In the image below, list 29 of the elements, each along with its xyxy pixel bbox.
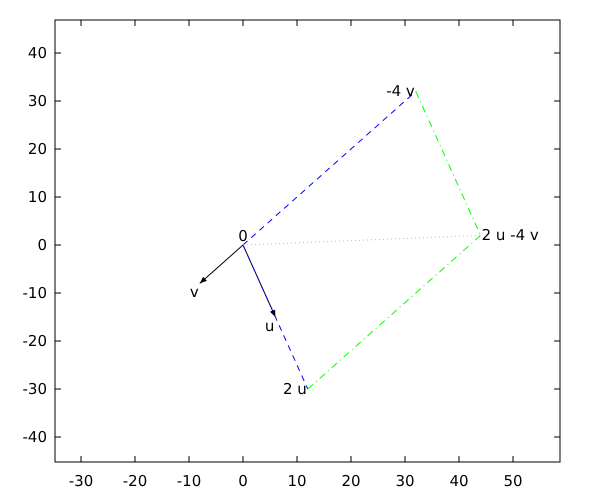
tick-label: -40	[22, 428, 47, 446]
point-label: u	[264, 317, 276, 335]
tick-label: -30	[22, 380, 47, 398]
tick-label: -10	[176, 472, 202, 490]
tick-label: 10	[28, 188, 47, 206]
point-label: 2 u	[282, 380, 308, 398]
tick-label: 30	[28, 92, 47, 110]
tick-label: -20	[22, 332, 47, 350]
point-label: -4 v	[385, 82, 416, 100]
dashed-line	[242, 234, 482, 246]
tick-label: 0	[37, 236, 47, 254]
tick-label: 20	[341, 472, 361, 490]
tick-label: 0	[238, 472, 248, 490]
tick-label: 30	[395, 472, 415, 490]
dashed-line	[242, 244, 308, 390]
point-label: v	[188, 283, 200, 302]
tick-label: -30	[68, 472, 94, 490]
tick-label: -10	[22, 284, 47, 302]
dashed-line	[307, 234, 482, 390]
dashed-line	[415, 90, 482, 236]
tick-label: 20	[28, 140, 47, 158]
tick-label: 40	[449, 472, 469, 490]
tick-label: 50	[503, 472, 523, 490]
tick-label: 10	[287, 472, 307, 490]
point-label: 0	[237, 227, 249, 245]
vector-arrow	[199, 244, 244, 284]
tick-label: 40	[28, 44, 47, 62]
tick-label: -20	[122, 472, 148, 490]
point-label: 2 u -4 v	[480, 226, 540, 244]
